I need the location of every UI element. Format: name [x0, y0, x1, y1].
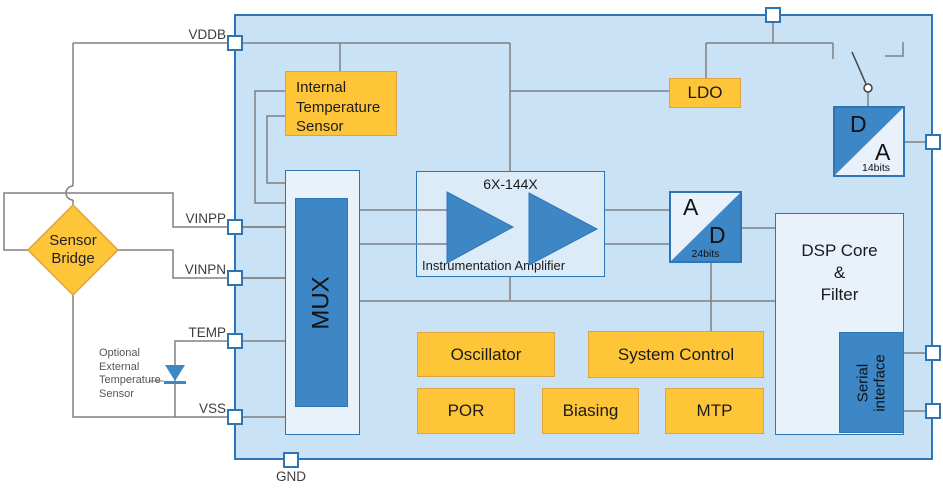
pin-analog-out: [925, 134, 941, 150]
pin-squares: [227, 7, 941, 468]
system-control-label: System Control: [617, 344, 735, 364]
amplifier-gain-label: 6X-144X: [483, 176, 538, 192]
pin-vddb: [227, 35, 243, 51]
pin-label-vinpn: VINPN: [184, 262, 226, 277]
pin-label-vss: VSS: [198, 401, 226, 416]
pin-temp: [227, 333, 243, 349]
amp-triangle-1-icon: [446, 191, 515, 264]
biasing-label: Biasing: [562, 401, 619, 420]
dac-letter-a: A: [875, 139, 891, 165]
ldo-label: LDO: [687, 83, 723, 102]
amp-triangle-2-icon: [528, 192, 599, 266]
pin-serial-1: [925, 345, 941, 361]
block-por: POR: [417, 388, 515, 434]
pin-top-right: [765, 7, 781, 23]
sensor-bridge-label: Sensor Bridge: [49, 232, 97, 267]
sensor-bridge-diamond: [26, 203, 120, 297]
optional-sensor-label: Optional External Temperature Sensor: [99, 347, 161, 400]
mtp-label: MTP: [696, 401, 733, 420]
internal-temp-sensor-label: Internal Temperature Sensor: [296, 79, 381, 135]
block-mtp: MTP: [665, 388, 764, 434]
switch-icon: [851, 51, 873, 93]
adc-letter-a: A: [683, 194, 699, 220]
block-system-control: System Control: [588, 331, 764, 378]
block-ldo: LDO: [669, 78, 741, 108]
block-oscillator: Oscillator: [417, 332, 555, 377]
pin-vinpp: [227, 219, 243, 235]
dac-letter-d: D: [850, 111, 867, 137]
block-dac: D A 14bits: [833, 106, 905, 177]
amp-input-stubs: [416, 209, 447, 245]
diode-icon: [164, 365, 186, 384]
block-internal-temp-sensor: Internal Temperature Sensor: [285, 71, 397, 136]
block-adc: A D 24bits: [669, 191, 742, 263]
pin-serial-2: [925, 403, 941, 419]
pin-label-vinpp: VINPP: [185, 211, 226, 226]
block-biasing: Biasing: [542, 388, 639, 434]
pin-label-vddb: VDDB: [188, 27, 226, 42]
oscillator-label: Oscillator: [450, 344, 522, 364]
pin-label-temp: TEMP: [188, 325, 226, 340]
block-serial-interface: Serial interface: [839, 332, 904, 433]
pin-label-gnd: GND: [276, 469, 306, 484]
adc-bits-label: 24bits: [691, 248, 720, 260]
dsp-core-label: DSP Core & Filter: [801, 241, 878, 304]
pin-gnd: [283, 452, 299, 468]
block-mux: MUX: [295, 198, 348, 407]
dac-bits-label: 14bits: [861, 162, 891, 174]
pin-vss: [227, 409, 243, 425]
adc-letter-d: D: [709, 222, 726, 248]
pin-vinpn: [227, 270, 243, 286]
por-label: POR: [447, 401, 485, 420]
